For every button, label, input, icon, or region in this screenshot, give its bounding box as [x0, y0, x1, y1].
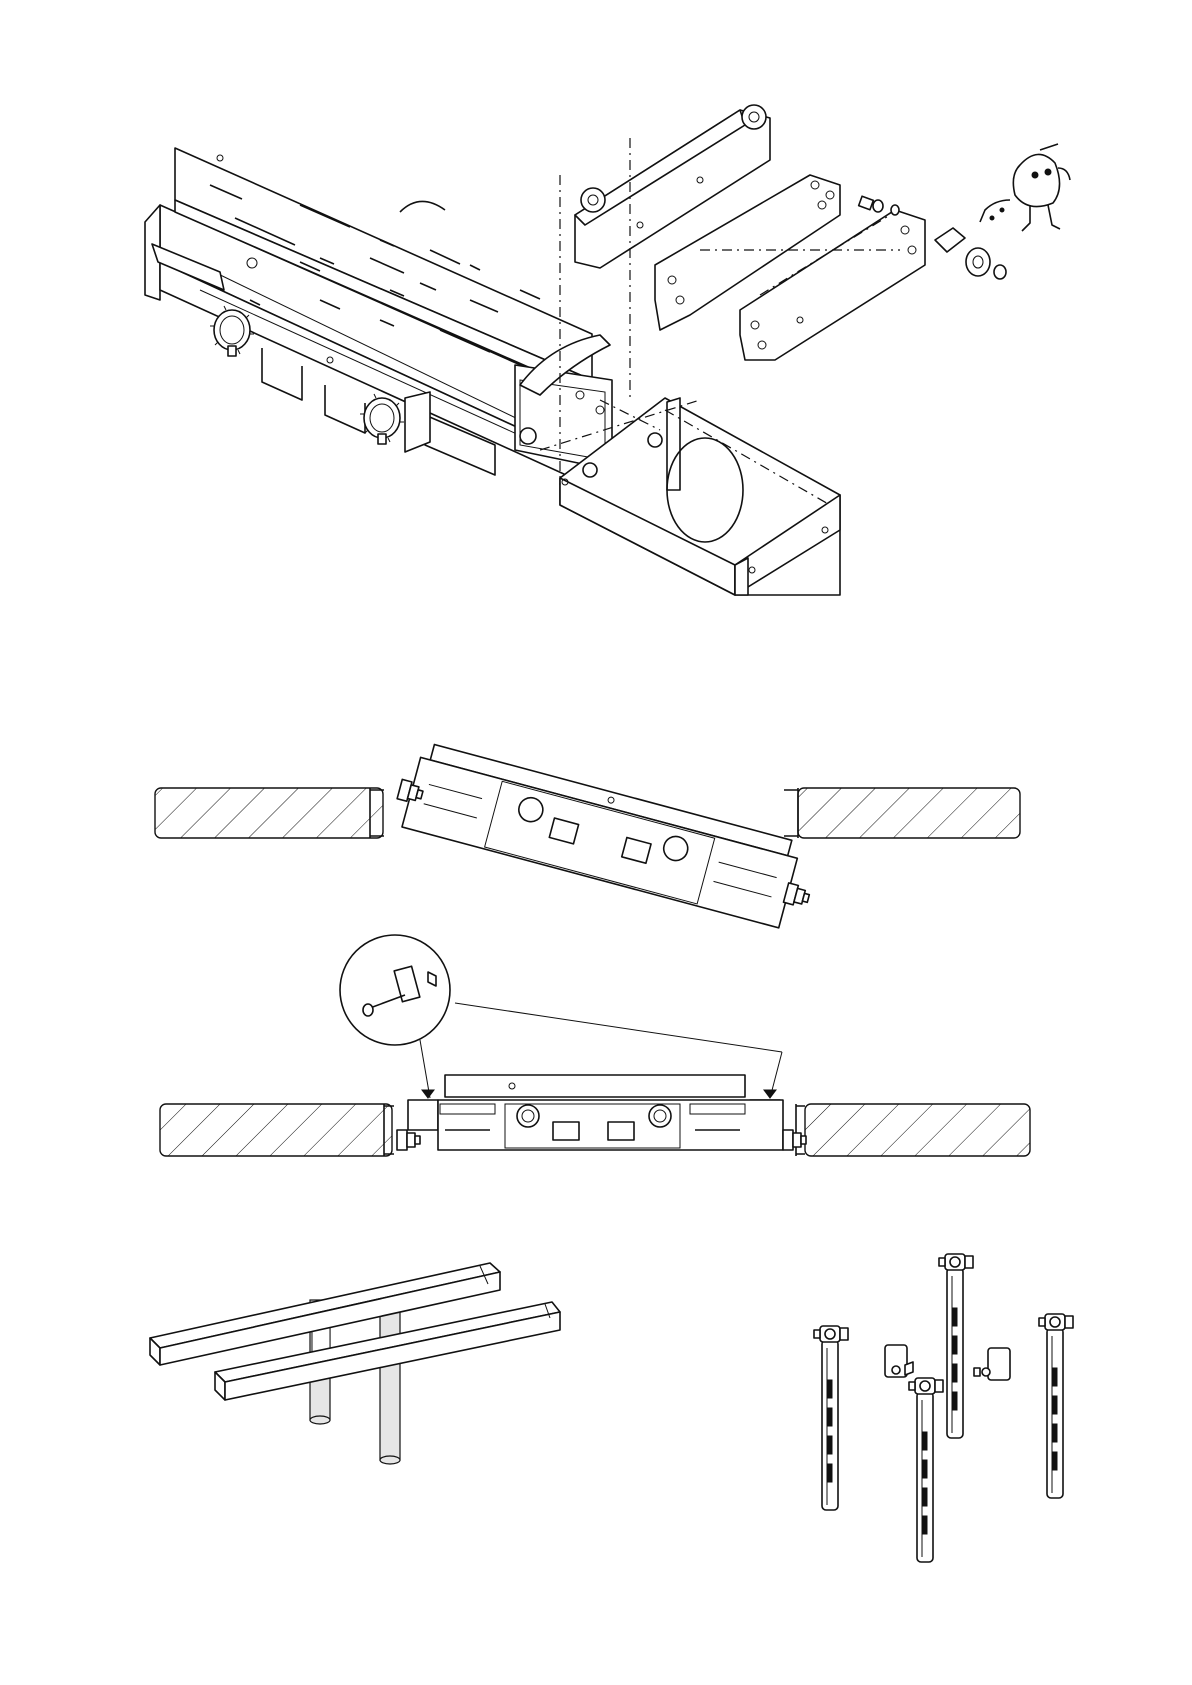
hanging-strap-kit-figure: [814, 1254, 1073, 1562]
bottom-right-wall: [796, 1104, 1030, 1156]
wall-mount-install-figure: [155, 739, 1030, 1156]
clip-left: [885, 1345, 913, 1377]
installed-speaker: [397, 1075, 806, 1150]
exploded-assembly-figure: [145, 105, 1070, 595]
strap-3: [909, 1378, 943, 1562]
strap-4: [1039, 1314, 1073, 1498]
bottom-left-wall: [160, 1104, 394, 1156]
grease-mascot-icon: [980, 144, 1070, 231]
right-pole: [380, 1310, 400, 1460]
tilted-speaker: [390, 739, 821, 933]
strap-2: [939, 1254, 973, 1438]
right-knob: [360, 394, 404, 444]
bench-pole-mount-figure: [150, 1263, 560, 1464]
top-left-wall: [155, 788, 384, 838]
speaker-housing: [145, 148, 612, 485]
top-right-wall: [784, 788, 1020, 838]
strap-1: [814, 1326, 848, 1510]
clip-right: [974, 1348, 1010, 1380]
bolt-detail-callout: [340, 935, 782, 1098]
